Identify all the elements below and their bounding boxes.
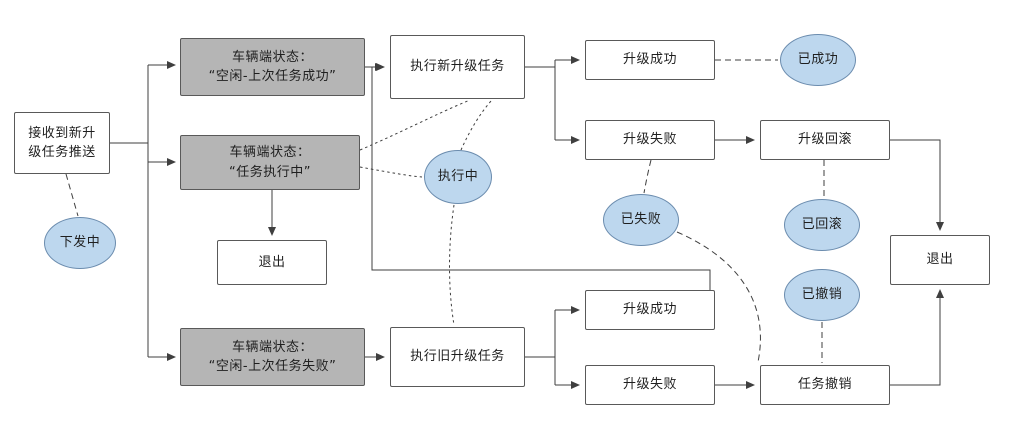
node-upgrade-rollback: 升级回滚 <box>760 120 890 160</box>
status-rolled-back: 已回滚 <box>784 199 860 251</box>
node-state-idle-last-fail: 车辆端状态： “空闲-上次任务失败” <box>180 328 365 386</box>
link-executing-to-exec-new <box>460 99 493 151</box>
link-executing-to-exec-old <box>449 204 455 326</box>
node-exit-right: 退出 <box>890 235 990 285</box>
node-upgrade-fail-old: 升级失败 <box>585 365 715 405</box>
edge-receive-fanout-trunk <box>110 65 149 357</box>
status-succeeded: 已成功 <box>780 34 856 86</box>
node-upgrade-fail-new: 升级失败 <box>585 120 715 160</box>
node-exec-new-upgrade-task: 执行新升级任务 <box>390 35 525 99</box>
node-upgrade-success-old: 升级成功 <box>585 290 715 330</box>
node-upgrade-success-new: 升级成功 <box>585 40 715 80</box>
node-receive-new-task-push: 接收到新升 级任务推送 <box>14 112 110 174</box>
node-exit-mid: 退出 <box>217 240 327 285</box>
edge-success-old-loopback-to-exec-new <box>371 63 711 290</box>
status-failed: 已失败 <box>603 194 679 246</box>
node-state-task-executing: 车辆端状态： “任务执行中” <box>180 135 360 190</box>
link-receive-to-distributing <box>65 173 79 217</box>
edge-revoke-to-exit <box>890 289 944 386</box>
edge-exec-old-branch-trunk <box>525 310 556 385</box>
dotted-executing-links <box>359 99 493 326</box>
node-task-revoke: 任务撤销 <box>760 365 890 405</box>
node-state-idle-last-success: 车辆端状态： “空闲-上次任务成功” <box>180 38 365 96</box>
status-distributing: 下发中 <box>44 217 116 269</box>
status-revoked: 已撤销 <box>784 269 860 321</box>
link-fail-new-to-failed <box>643 159 652 194</box>
status-executing: 执行中 <box>424 150 492 204</box>
link-state-executing-to-exec-new <box>359 99 471 151</box>
edge-rollback-to-exit <box>890 139 944 231</box>
edge-exec-new-branch-trunk <box>525 60 556 140</box>
link-state-executing-to-executing <box>359 166 423 178</box>
node-exec-old-upgrade-task: 执行旧升级任务 <box>390 327 525 387</box>
